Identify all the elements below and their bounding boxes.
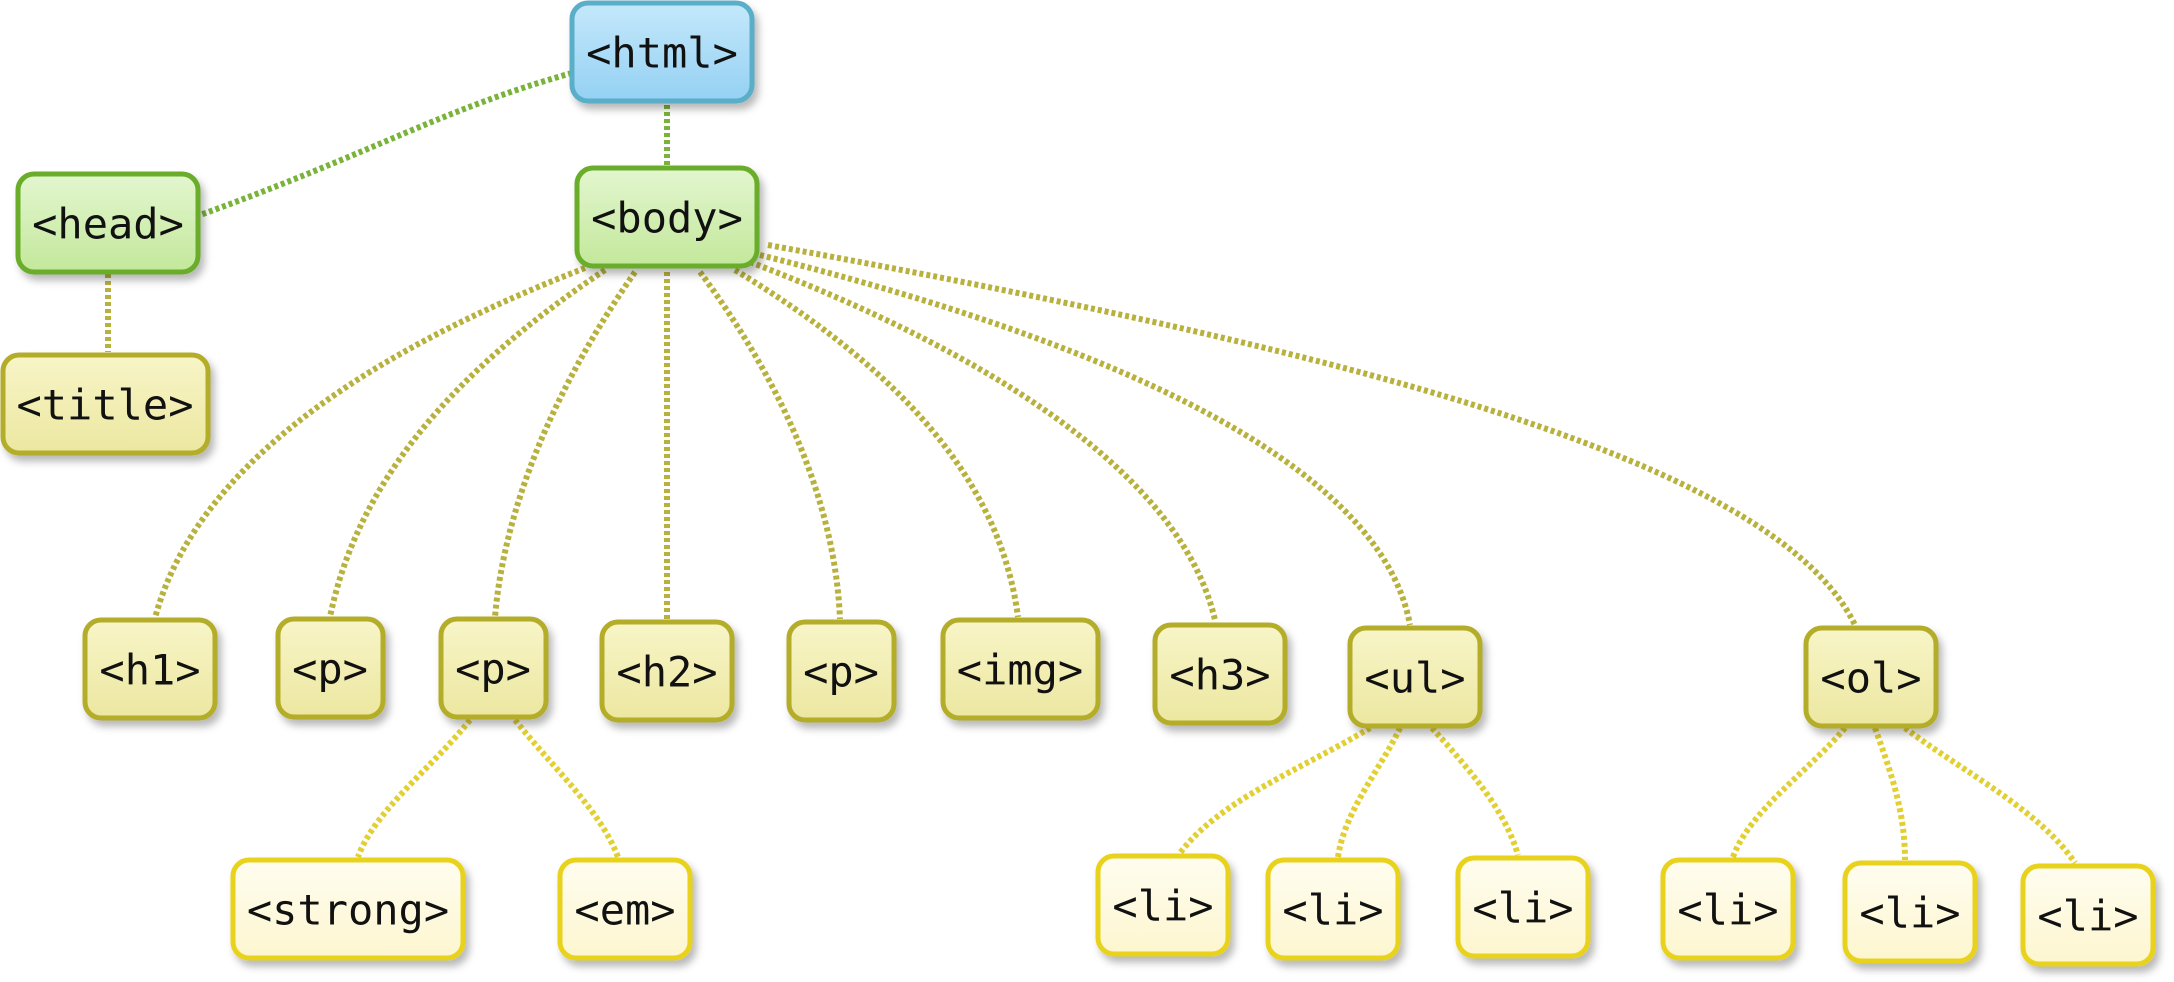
node-body-label: <body>: [591, 194, 743, 243]
node-ol-li-2: <li>: [1842, 860, 1978, 964]
edge-body-h1: [152, 265, 587, 619]
node-html: <html>: [569, 0, 755, 104]
edge-ul-li2: [1335, 726, 1403, 858]
node-h1: <h1>: [82, 617, 218, 721]
node-h1-label: <h1>: [99, 646, 200, 695]
node-ol-label: <ol>: [1820, 654, 1921, 703]
node-ul-li-3: <li>: [1455, 855, 1591, 959]
node-em: <em>: [557, 857, 693, 961]
edge-ol-li3: [1903, 725, 2078, 865]
edge-ol-li1: [1730, 726, 1848, 859]
edge-body-p2: [492, 270, 638, 618]
node-h3-label: <h3>: [1169, 651, 1270, 700]
edge-ul-li1: [1177, 725, 1372, 855]
node-ul-label: <ul>: [1364, 654, 1465, 703]
node-ul: <ul>: [1347, 625, 1483, 729]
node-title: <title>: [0, 352, 211, 456]
edge-body-p1: [327, 267, 607, 618]
node-title-label: <title>: [16, 381, 193, 430]
node-ol-li-3: <li>: [2020, 863, 2156, 967]
node-p3-label: <p>: [803, 648, 879, 697]
edge-p-strong: [355, 718, 473, 859]
edge-ol-li2: [1872, 726, 1908, 861]
node-ul-li-2: <li>: [1265, 857, 1401, 961]
node-ul-li-3-label: <li>: [1472, 884, 1573, 933]
node-img-label: <img>: [957, 646, 1083, 695]
node-ol-li-3-label: <li>: [2037, 892, 2138, 941]
node-ol-li-1: <li>: [1660, 857, 1796, 961]
node-ul-li-1-label: <li>: [1112, 882, 1213, 931]
edge-body-ol: [767, 242, 1858, 627]
node-p2-label: <p>: [455, 645, 531, 694]
node-ol-li-1-label: <li>: [1677, 886, 1778, 935]
node-head-label: <head>: [32, 200, 184, 249]
node-img: <img>: [940, 617, 1101, 721]
node-h3: <h3>: [1152, 622, 1288, 726]
node-p1-label: <p>: [292, 645, 368, 694]
node-ul-li-1: <li>: [1095, 853, 1231, 957]
edge-body-p3: [697, 270, 843, 620]
edge-html-head: [198, 70, 573, 218]
edge-body-img: [733, 267, 1021, 618]
connectors: [105, 70, 2078, 865]
node-p3: <p>: [786, 619, 897, 723]
node-em-label: <em>: [574, 886, 675, 935]
node-head: <head>: [15, 171, 201, 275]
node-ol-li-2-label: <li>: [1859, 889, 1960, 938]
node-body: <body>: [574, 165, 760, 269]
edge-body-ul: [759, 252, 1413, 626]
node-strong-label: <strong>: [247, 886, 449, 935]
edge-ul-li3: [1429, 725, 1521, 856]
node-p1: <p>: [275, 616, 386, 720]
node-html-label: <html>: [586, 29, 738, 78]
node-h2: <h2>: [599, 619, 735, 723]
edge-body-h3: [748, 259, 1218, 621]
edge-p-em: [512, 718, 621, 859]
node-strong: <strong>: [230, 857, 466, 961]
node-p2: <p>: [438, 616, 549, 720]
node-ul-li-2-label: <li>: [1282, 886, 1383, 935]
node-ol: <ol>: [1803, 625, 1939, 729]
node-h2-label: <h2>: [616, 648, 717, 697]
